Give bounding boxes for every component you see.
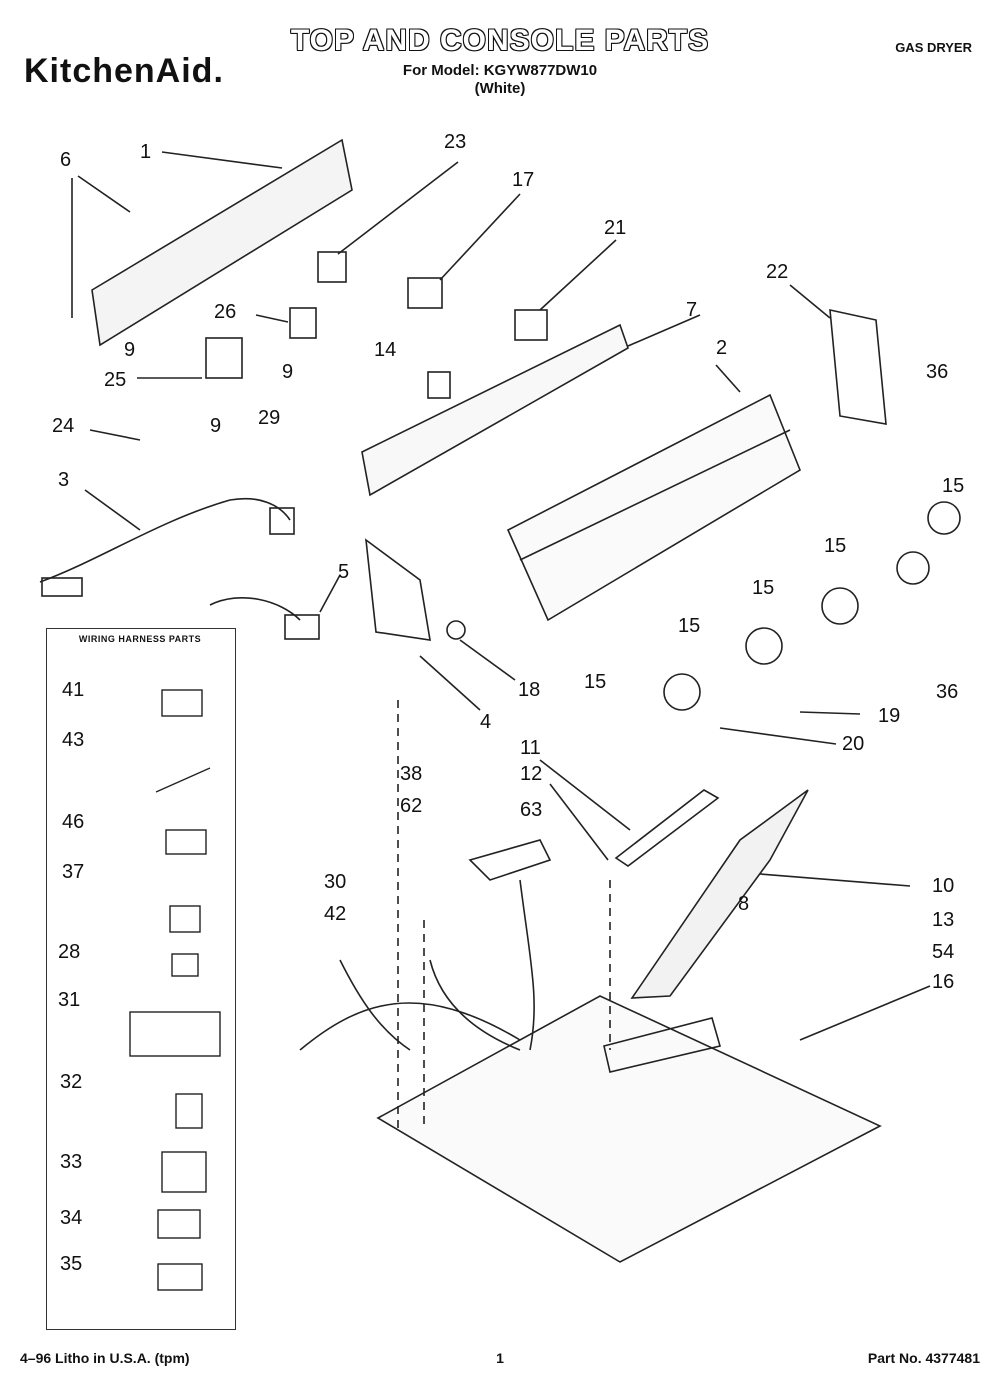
callout-6: 6 [60, 149, 72, 171]
part-top [376, 995, 882, 1263]
callout-21: 21 [604, 217, 627, 239]
wiring-harness-parts-title: WIRING HARNESS PARTS [78, 634, 202, 644]
part-rear-panel [91, 138, 353, 347]
callout-13: 13 [932, 909, 955, 931]
callout-14: 14 [374, 339, 397, 361]
callout-15: 15 [752, 577, 775, 599]
callout-37: 37 [62, 861, 85, 883]
page-title: TOP AND CONSOLE PARTS [290, 24, 710, 57]
callout-29: 29 [258, 407, 281, 429]
callout-26: 26 [214, 301, 237, 323]
callout-9: 9 [124, 339, 136, 361]
callout-11: 11 [520, 737, 541, 759]
callout-36: 36 [926, 361, 949, 383]
callout-9: 9 [210, 415, 222, 437]
callout-30: 30 [324, 871, 347, 893]
callout-15: 15 [678, 615, 701, 637]
callout-16: 16 [932, 971, 955, 993]
model-number: For Model: KGYW877DW10 [402, 62, 598, 79]
callout-35: 35 [60, 1253, 83, 1275]
callout-9: 9 [282, 361, 294, 383]
callout-18: 18 [518, 679, 541, 701]
callout-4: 4 [480, 711, 492, 733]
callout-2: 2 [716, 337, 728, 359]
callout-54: 54 [932, 941, 955, 963]
callout-38: 38 [400, 763, 423, 785]
callout-19: 19 [878, 705, 901, 727]
callout-17: 17 [512, 169, 535, 191]
callout-12: 12 [520, 763, 543, 785]
callout-46: 46 [62, 811, 85, 833]
part-console [506, 393, 801, 622]
callout-10: 10 [932, 875, 955, 897]
callout-28: 28 [58, 941, 81, 963]
callout-1: 1 [140, 141, 152, 163]
callout-33: 33 [60, 1151, 83, 1173]
callout-15: 15 [584, 671, 607, 693]
print-info: 4–96 Litho in U.S.A. (tpm) [20, 1350, 190, 1366]
callout-36: 36 [936, 681, 959, 703]
callout-7: 7 [686, 299, 698, 321]
callout-34: 34 [60, 1207, 83, 1229]
part-console-frame [361, 323, 629, 497]
callout-32: 32 [60, 1071, 83, 1093]
page-number: 1 [496, 1350, 504, 1366]
model-color: (White) [474, 80, 526, 97]
callout-63: 63 [520, 799, 543, 821]
callout-24: 24 [52, 415, 75, 437]
callout-15: 15 [942, 475, 965, 497]
brand-logo: KitchenAid. [24, 52, 224, 90]
callout-15: 15 [824, 535, 847, 557]
wiring-harness-parts-box [46, 628, 236, 1330]
part-number: Part No. 4377481 [867, 1350, 980, 1366]
callout-62: 62 [400, 795, 423, 817]
callout-23: 23 [444, 131, 467, 153]
callout-3: 3 [58, 469, 70, 491]
callout-22: 22 [766, 261, 789, 283]
callout-42: 42 [324, 903, 347, 925]
callout-43: 43 [62, 729, 85, 751]
callout-25: 25 [104, 369, 127, 391]
callout-5: 5 [338, 561, 350, 583]
callout-31: 31 [58, 989, 81, 1011]
callout-8: 8 [738, 893, 750, 915]
callout-41: 41 [62, 679, 85, 701]
document-type: GAS DRYER [895, 40, 972, 55]
callout-20: 20 [842, 733, 865, 755]
